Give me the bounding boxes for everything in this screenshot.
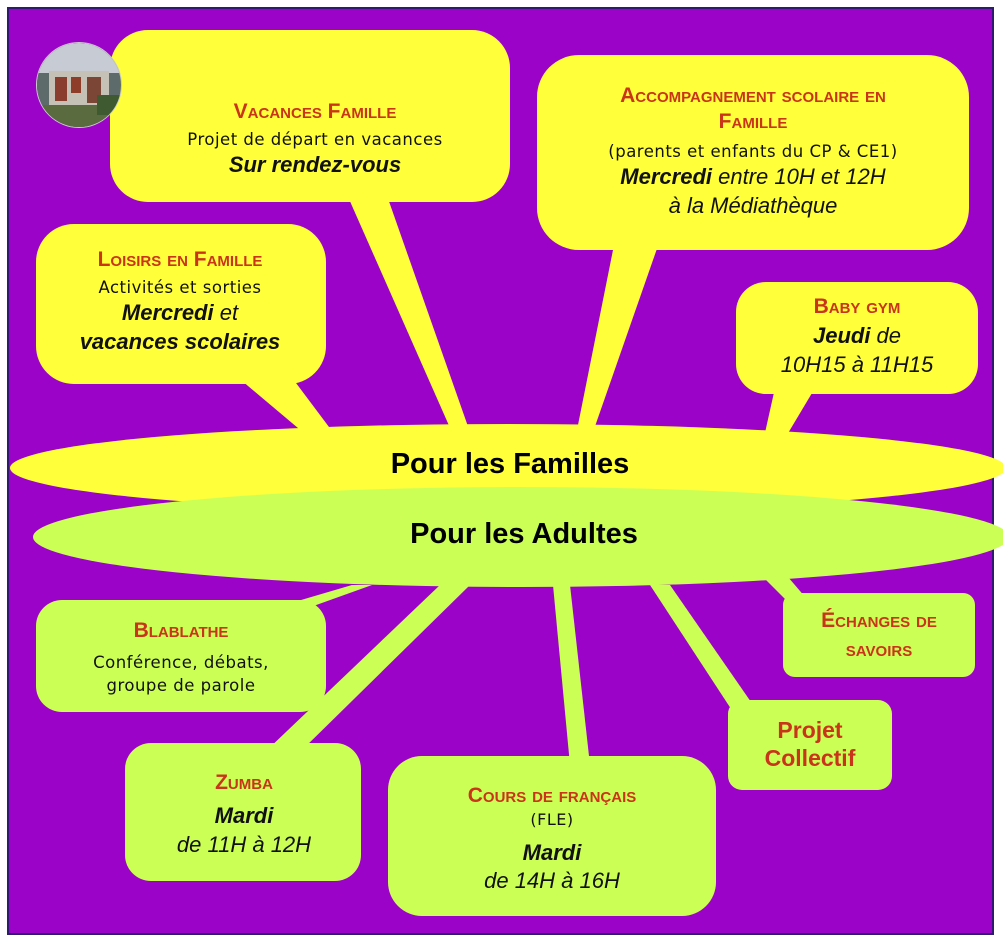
blablathe-description-line1: Conférence, débats,: [93, 653, 269, 673]
bubble-accompagnement: [537, 55, 969, 250]
bubble-cours: [388, 756, 716, 916]
accompagnement-description: (parents et enfants du CP & CE1): [608, 141, 898, 161]
vacances-schedule: Sur rendez-vous: [228, 152, 402, 178]
oval-familles-label: Pour les Familles: [390, 448, 630, 480]
projet-title-line2: Collectif: [764, 745, 856, 771]
vacances-description: Projet de départ en vacances: [187, 130, 443, 150]
blablathe-box: Blablathe Conférence, débats, groupe de …: [38, 606, 324, 710]
accompagnement-title-line1: Accompagnement scolaire en: [620, 83, 886, 107]
tail-zumba: [265, 585, 470, 752]
zumba-title: Zumba: [215, 770, 273, 794]
oval-familles: [10, 424, 1003, 512]
projet-title-line1: Projet: [777, 717, 843, 744]
loisirs-title: Loisirs en Famille: [97, 247, 263, 271]
tail-vacances: [345, 190, 478, 455]
loisirs-schedule-line2: vacances scolaires: [79, 328, 281, 354]
cours-francais-box: Cours de français (FLE) Mardi de 14H à 1…: [392, 770, 712, 910]
photo-thumbnail: [36, 42, 122, 128]
zumba-hours: de 11H à 12H: [176, 831, 312, 857]
bubble-loisirs: [36, 224, 326, 384]
loisirs-description: Activités et sorties: [98, 277, 262, 297]
bubble-echanges: [783, 593, 975, 677]
bubble-zumba: [125, 743, 361, 881]
cours-hours: de 14H à 16H: [484, 868, 620, 894]
vacances-famille-box: Vacances Famille Projet de départ en vac…: [130, 88, 500, 192]
loisirs-famille-box: Loisirs en Famille Activités et sorties …: [40, 232, 320, 372]
babygym-schedule-line2: 10H15 à 11H15: [780, 351, 934, 377]
vacances-title: Vacances Famille: [233, 100, 397, 124]
echanges-box: Échanges de savoirs: [785, 596, 973, 674]
bubble-babygym: [736, 282, 978, 394]
zumba-day: Mardi: [214, 802, 274, 828]
bubble-vacances: [110, 30, 510, 202]
blablathe-description-line2: groupe de parole: [106, 675, 256, 695]
oval-adultes-label: Pour les Adultes: [410, 518, 638, 550]
bubble-blablathe: [36, 600, 326, 712]
babygym-box: Baby gym Jeudi de 10H15 à 11H15: [740, 285, 974, 389]
accompagnement-box: Accompagnement scolaire en Famille (pare…: [540, 72, 966, 232]
babygym-title: Baby gym: [813, 294, 901, 318]
accompagnement-schedule-line2: à la Médiathèque: [668, 192, 838, 218]
accompagnement-schedule-line1: Mercredi entre 10H et 12H: [620, 164, 886, 190]
blablathe-title: Blablathe: [133, 619, 229, 643]
cours-fle: (FLE): [530, 810, 574, 830]
babygym-schedule-line1: Jeudi de: [812, 322, 902, 348]
accompagnement-title-line2: Famille: [718, 109, 788, 133]
tail-accompagnement: [572, 240, 660, 455]
projet-collectif-box: Projet Collectif: [728, 700, 892, 790]
loisirs-schedule-line1: Mercredi et: [121, 300, 239, 326]
oval-adultes: [33, 487, 1003, 587]
tail-cours: [553, 585, 590, 765]
tail-projet: [650, 585, 760, 715]
echanges-title-line2: savoirs: [845, 638, 913, 661]
bubble-projet: [728, 700, 892, 790]
zumba-box: Zumba Mardi de 11H à 12H: [128, 756, 360, 874]
cours-title: Cours de français: [467, 784, 637, 808]
echanges-title-line1: Échanges de: [821, 608, 937, 632]
building-photo: [37, 43, 121, 127]
cours-day: Mardi: [522, 839, 582, 865]
